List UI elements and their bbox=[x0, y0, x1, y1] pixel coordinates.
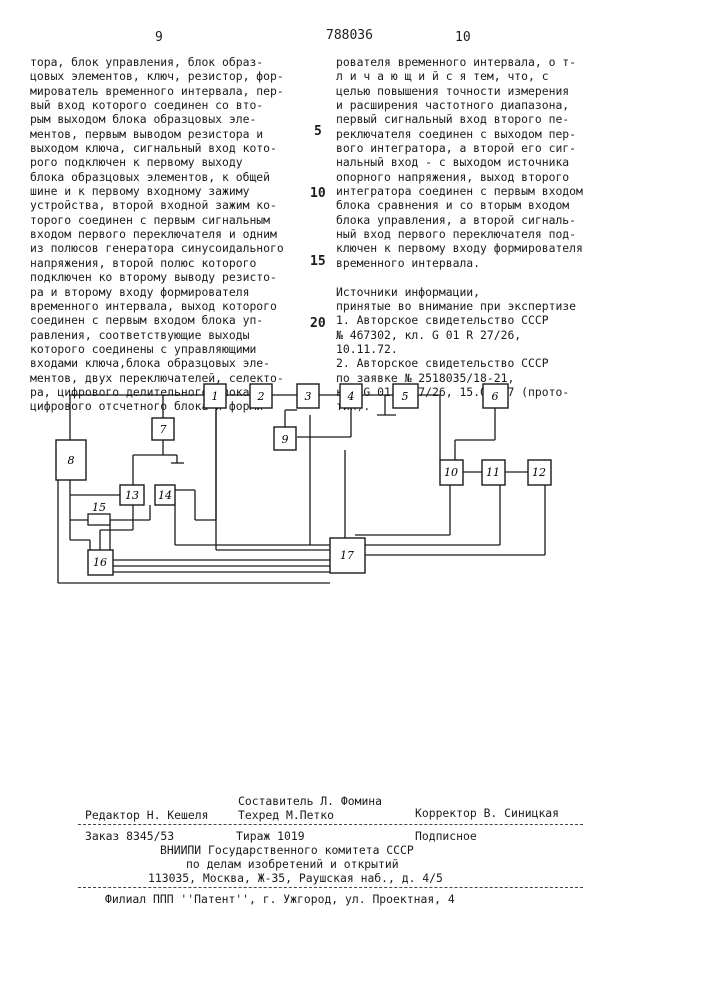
imprint-rule-1 bbox=[78, 824, 583, 825]
imprint-compiler: Составитель Л. Фомина bbox=[238, 794, 382, 809]
label-3: 3 bbox=[305, 390, 312, 403]
label-7: 7 bbox=[160, 423, 167, 436]
label-12: 12 bbox=[532, 466, 546, 479]
label-2: 2 bbox=[257, 390, 265, 403]
label-8: 8 bbox=[68, 454, 75, 467]
label-17: 17 bbox=[340, 549, 354, 562]
imprint-subscription: Подписное bbox=[415, 829, 477, 844]
label-6: 6 bbox=[492, 390, 499, 403]
imprint-org1: ВНИИПИ Государственного комитета СССР bbox=[160, 843, 414, 858]
label-15: 15 bbox=[92, 501, 106, 514]
imprint-branch: Филиал ППП ''Патент'', г. Ужгород, ул. П… bbox=[105, 892, 455, 907]
label-9: 9 bbox=[282, 433, 289, 446]
imprint-org2: по делам изобретений и открытий bbox=[186, 857, 399, 872]
label-1: 1 bbox=[212, 390, 219, 403]
label-5: 5 bbox=[402, 390, 409, 403]
resistor-15 bbox=[88, 514, 110, 525]
imprint-order: Заказ 8345/53 bbox=[85, 829, 174, 844]
label-4: 4 bbox=[347, 390, 355, 403]
imprint-address: 113035, Москва, Ж-35, Раушская наб., д. … bbox=[148, 871, 443, 886]
imprint-circulation: Тираж 1019 bbox=[236, 829, 305, 844]
label-11: 11 bbox=[486, 466, 500, 479]
imprint-rule-2 bbox=[78, 887, 583, 888]
imprint-corrector: Корректор В. Синицкая bbox=[415, 806, 559, 821]
imprint-techred: Техред М.Петко bbox=[238, 808, 334, 823]
imprint-editor: Редактор Н. Кешеля bbox=[85, 808, 208, 823]
label-16: 16 bbox=[93, 556, 107, 569]
label-13: 13 bbox=[125, 489, 139, 502]
label-10: 10 bbox=[444, 466, 458, 479]
label-14: 14 bbox=[158, 489, 172, 502]
